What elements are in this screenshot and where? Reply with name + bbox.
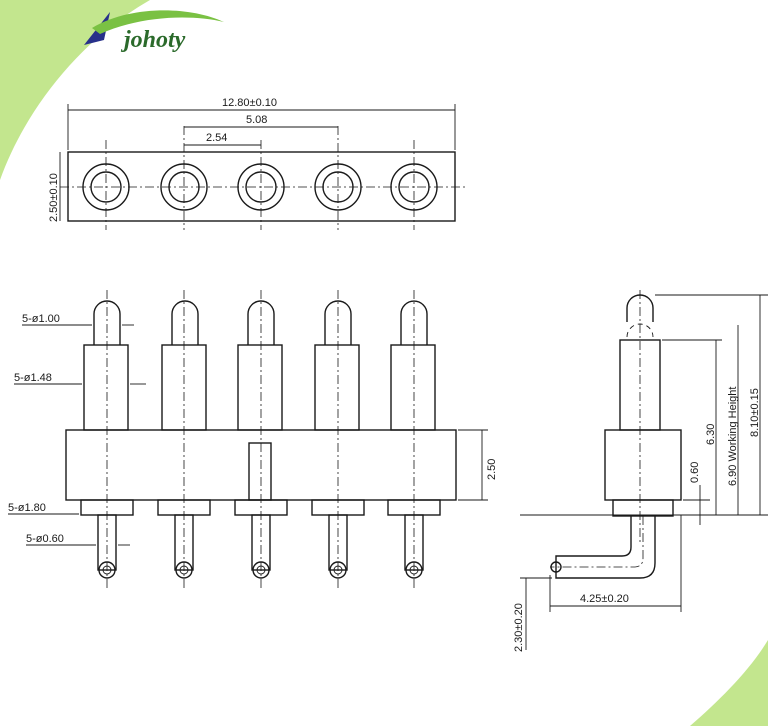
top-pin	[390, 140, 438, 230]
dim-tail-length: 4.25±0.20	[580, 593, 629, 605]
dim-collar-diameter: 5-ø1.80	[8, 502, 46, 514]
side-collar	[612, 499, 674, 517]
dim-span-5-08: 5.08	[246, 114, 267, 126]
side-view: 8.10±0.15 6.90 Working Height 6.30 0.60 …	[513, 290, 768, 652]
top-pin	[314, 126, 362, 230]
logo-swoosh-icon	[92, 10, 224, 34]
dim-barrel-diameter: 5-ø1.48	[14, 372, 52, 384]
front-view: 5-ø1.00 5-ø1.48 5-ø1.80 5-ø0.60 2.50	[8, 290, 498, 590]
top-view: 12.80±0.10 5.08 2.54 2.50±0.10	[48, 97, 465, 230]
dim-pitch-2-54: 2.54	[206, 132, 227, 144]
center-slot	[248, 442, 272, 501]
top-pin	[237, 140, 285, 230]
front-pin	[157, 290, 211, 590]
dim-collar-height: 0.60	[689, 462, 701, 483]
front-pin	[311, 290, 365, 590]
top-view-pins	[82, 126, 438, 230]
dim-tail-diameter: 5-ø0.60	[26, 533, 64, 545]
johoty-logo: johoty	[84, 10, 224, 53]
dim-body-width: 2.50±0.10	[48, 173, 60, 222]
dim-working-height: 6.90 Working Height	[727, 387, 739, 486]
dim-overall-length: 12.80±0.10	[222, 97, 277, 109]
dim-height-6-30: 6.30	[705, 424, 717, 445]
front-pin	[234, 290, 288, 590]
side-body	[604, 429, 682, 501]
front-pin	[387, 290, 441, 590]
green-corner-top-left	[0, 0, 150, 180]
side-tail	[555, 516, 656, 579]
dim-total-height: 8.10±0.15	[749, 388, 761, 437]
green-corner-bottom-right	[690, 640, 768, 726]
dim-body-height: 2.50	[486, 459, 498, 480]
dim-tail-offset: 2.30±0.20	[513, 603, 525, 652]
front-pin	[80, 290, 134, 590]
top-view-body	[67, 151, 456, 222]
top-pin	[160, 126, 208, 230]
logo-text: johoty	[120, 27, 186, 53]
top-pin	[82, 140, 130, 230]
dim-tip-diameter: 5-ø1.00	[22, 313, 60, 325]
